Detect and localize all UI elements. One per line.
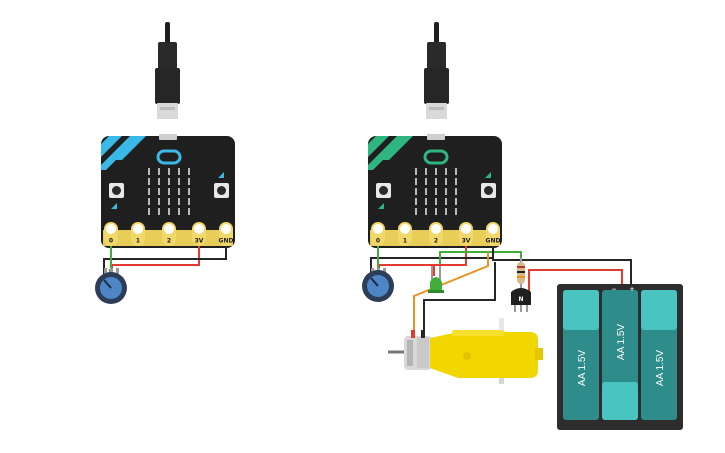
usb-cable-right bbox=[424, 22, 449, 119]
logo-touch[interactable] bbox=[423, 149, 449, 165]
potentiometer-right[interactable] bbox=[362, 268, 394, 302]
led-green[interactable] bbox=[428, 266, 444, 293]
pin-label-3v: 3V bbox=[195, 238, 204, 245]
wires-left bbox=[103, 246, 227, 282]
battery-pack[interactable]: AA 1.5V AA 1.5V AA 1.5V − + bbox=[557, 284, 683, 430]
pin-pad-0[interactable]: 0 bbox=[371, 222, 385, 246]
battery-plus-terminal: + bbox=[629, 286, 634, 293]
battery-cell-label-2: AA 1.5V bbox=[616, 324, 627, 360]
battery-minus-terminal: − bbox=[611, 286, 616, 293]
pin-label-1: 1 bbox=[136, 238, 140, 245]
pin-pad-gnd[interactable]: GND bbox=[219, 222, 234, 246]
button-b-marker bbox=[218, 172, 224, 178]
battery-cell-label-3: AA 1.5V bbox=[655, 350, 666, 386]
battery-cell-label-1: AA 1.5V bbox=[577, 350, 588, 386]
resistor[interactable] bbox=[517, 258, 525, 290]
pin-label-2: 2 bbox=[167, 238, 171, 245]
transistor-label: N bbox=[518, 296, 523, 303]
pin-pad-1[interactable]: 1 bbox=[131, 222, 145, 246]
pin-label-3v: 3V bbox=[462, 238, 471, 245]
pin-label-gnd: GND bbox=[219, 238, 234, 245]
pin-label-gnd: GND bbox=[486, 238, 501, 245]
battery-cell-2: AA 1.5V bbox=[602, 290, 638, 420]
pin-pad-0[interactable]: 0 bbox=[104, 222, 118, 246]
dc-gear-motor[interactable] bbox=[388, 318, 543, 384]
pin-pad-2[interactable]: 2 bbox=[162, 222, 176, 246]
wire-black-gnd-battery bbox=[492, 246, 632, 284]
potentiometer-left[interactable] bbox=[95, 268, 127, 304]
pin-pad-2[interactable]: 2 bbox=[429, 222, 443, 246]
board-accent-stripes bbox=[368, 136, 389, 157]
led-matrix bbox=[415, 168, 457, 215]
wire-red-battery-transistor bbox=[528, 269, 623, 292]
transistor-npn[interactable]: N bbox=[511, 288, 531, 312]
wire-black-motor bbox=[423, 262, 496, 334]
pin-label-2: 2 bbox=[434, 238, 438, 245]
pin-label-1: 1 bbox=[403, 238, 407, 245]
wire-red-3v-led bbox=[433, 264, 466, 276]
microbit-board-left[interactable]: 0 1 2 3V GND bbox=[101, 134, 235, 248]
battery-cell-3: AA 1.5V bbox=[641, 290, 677, 420]
battery-cell-1: AA 1.5V bbox=[563, 290, 599, 420]
microbit-board-right[interactable]: 0 1 2 3V GND bbox=[368, 134, 502, 248]
pin-label-0: 0 bbox=[109, 238, 113, 245]
usb-cable-left bbox=[155, 22, 180, 119]
button-b[interactable] bbox=[214, 183, 229, 198]
pin-label-0: 0 bbox=[376, 238, 380, 245]
button-a-marker bbox=[111, 203, 117, 209]
wire-red-3v-pot bbox=[111, 246, 200, 282]
board-accent-stripes bbox=[101, 136, 122, 157]
button-a-marker bbox=[378, 203, 384, 209]
usb-port bbox=[159, 134, 177, 140]
pin-pad-3v[interactable]: 3V bbox=[192, 222, 206, 246]
logo-touch[interactable] bbox=[156, 149, 182, 165]
button-a[interactable] bbox=[109, 183, 124, 198]
pin-pad-1[interactable]: 1 bbox=[398, 222, 412, 246]
usb-port bbox=[427, 134, 445, 140]
button-b[interactable] bbox=[481, 183, 496, 198]
led-matrix bbox=[148, 168, 190, 215]
wire-orange-motor bbox=[413, 252, 489, 334]
button-b-marker bbox=[485, 172, 491, 178]
pin-pad-gnd[interactable]: GND bbox=[486, 222, 501, 246]
pin-pad-3v[interactable]: 3V bbox=[459, 222, 473, 246]
button-a[interactable] bbox=[376, 183, 391, 198]
